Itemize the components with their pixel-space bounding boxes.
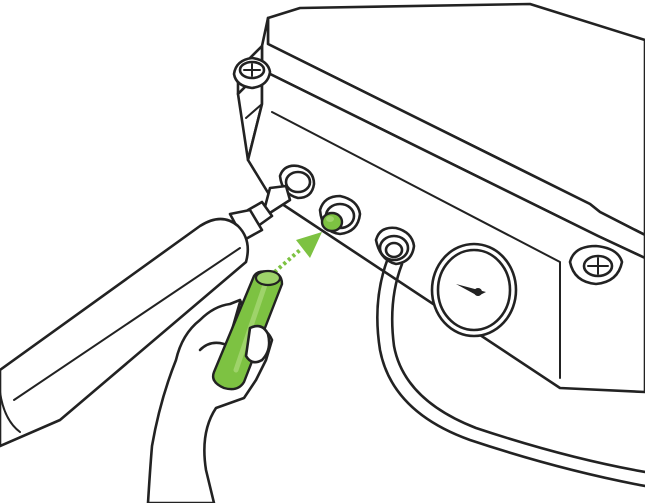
insert-direction-arrow-icon bbox=[270, 232, 322, 276]
corner-screw-icon bbox=[570, 246, 622, 284]
corner-screw-icon bbox=[234, 58, 270, 88]
hand-icon bbox=[246, 326, 269, 362]
cable-gland-icon bbox=[320, 196, 360, 234]
pressure-gauge-icon bbox=[432, 244, 516, 336]
